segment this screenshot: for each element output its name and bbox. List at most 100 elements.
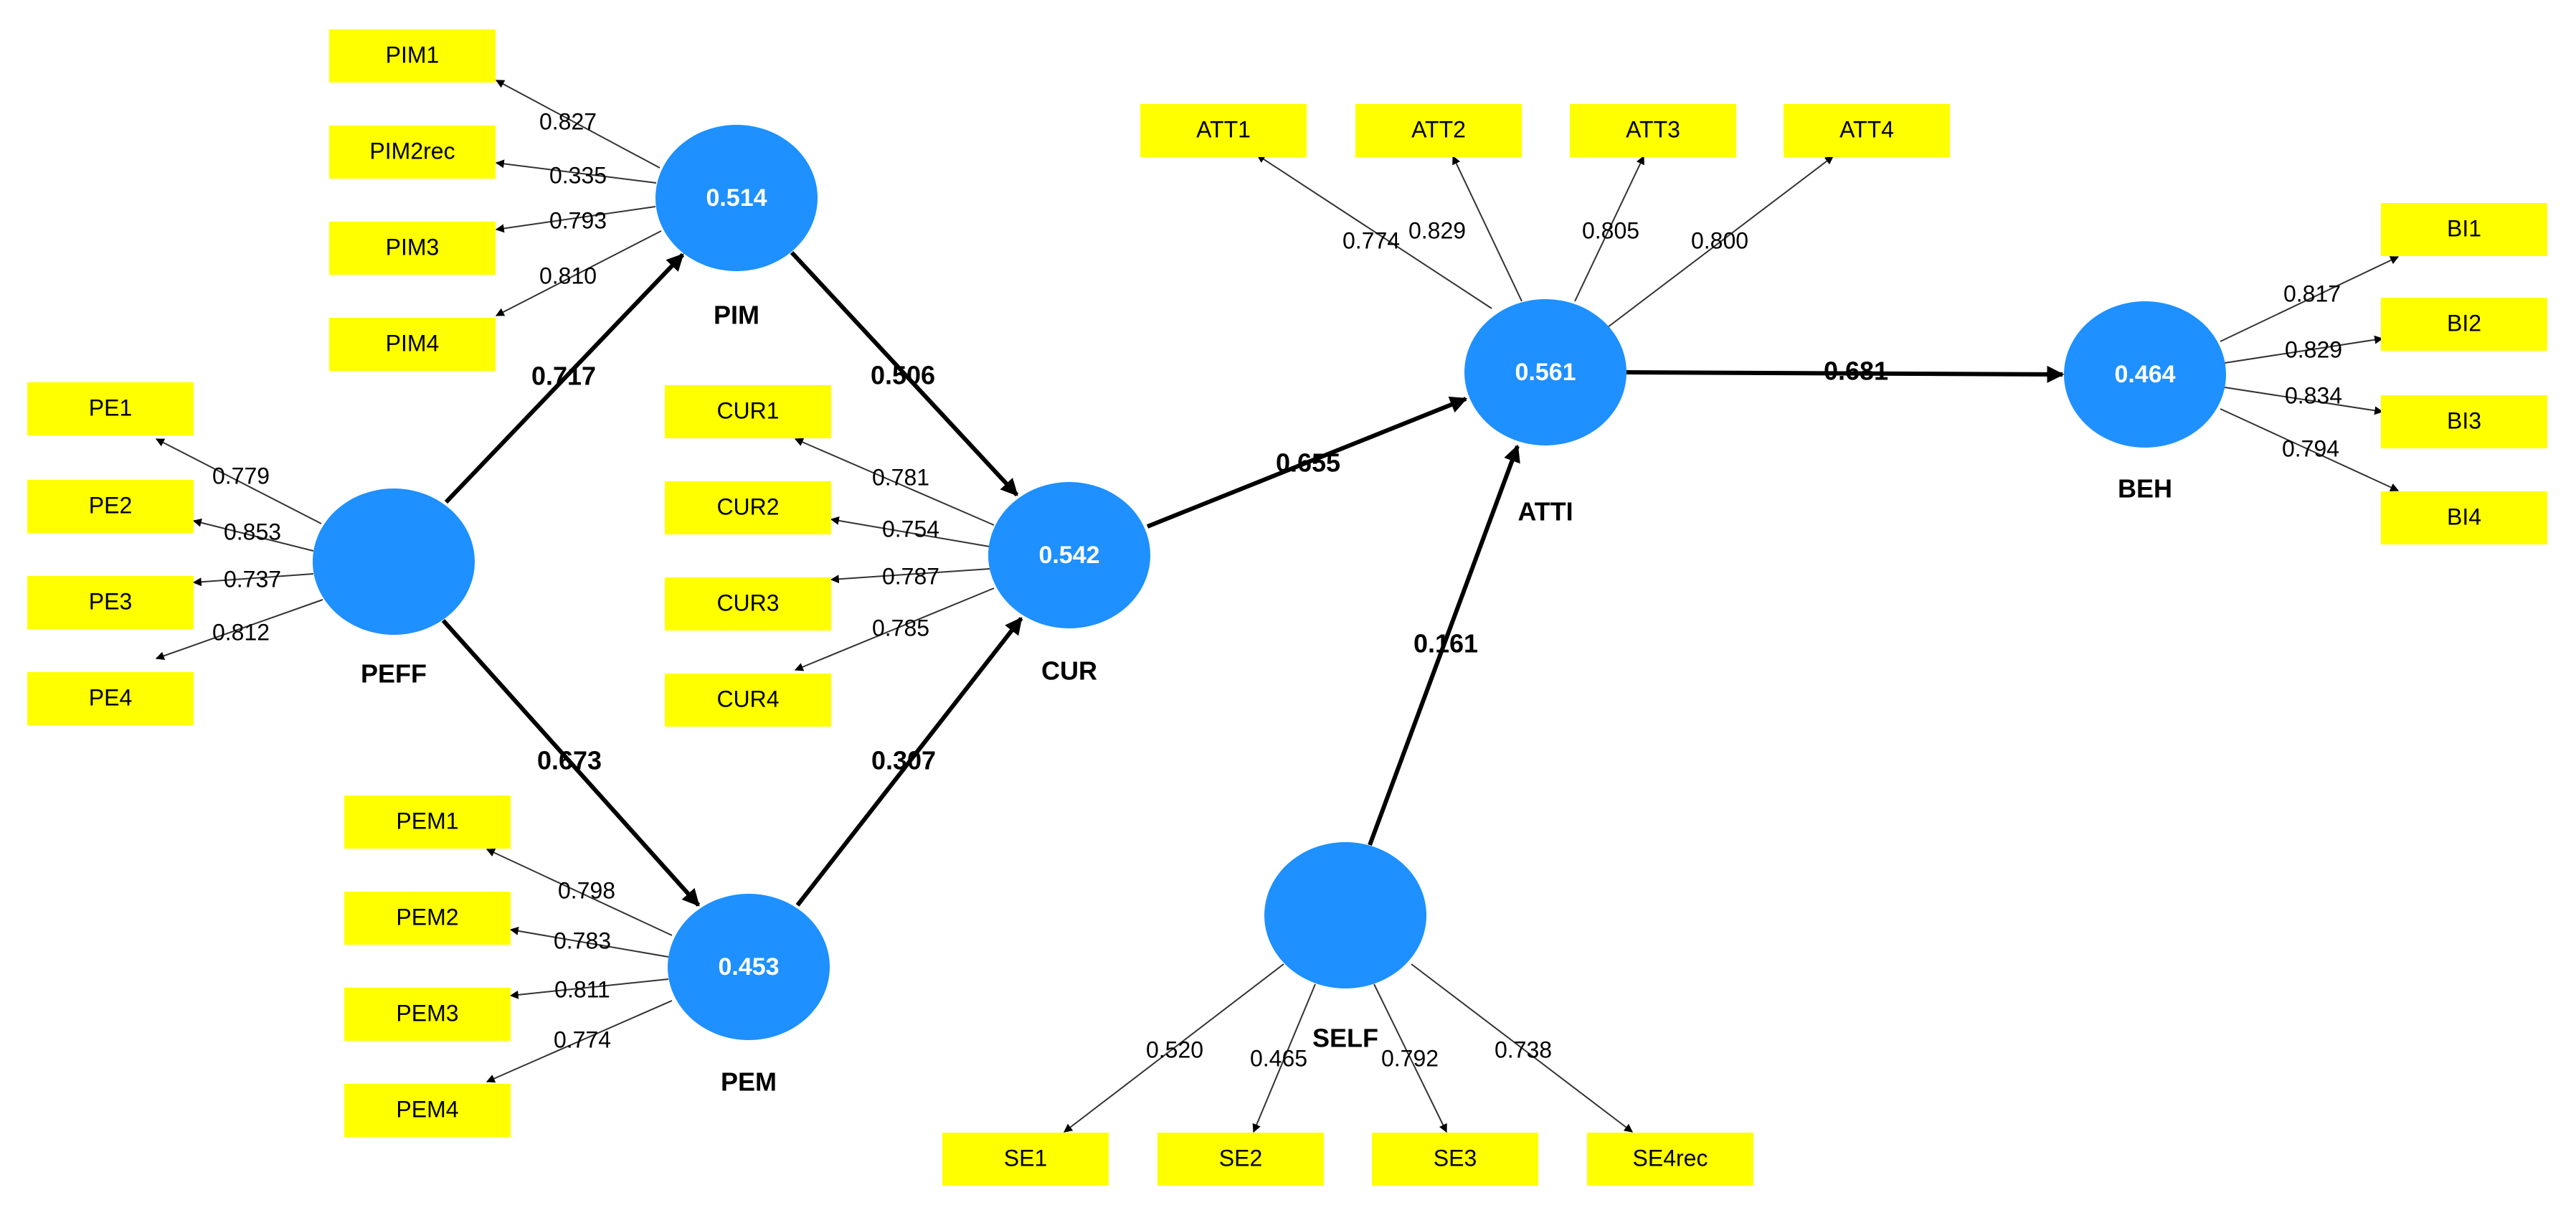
loading-value-att3: 0.805 <box>1582 217 1639 243</box>
loading-value-cur4: 0.785 <box>872 615 929 641</box>
indicator-label: ATT2 <box>1411 116 1466 142</box>
loading-value-pem4: 0.774 <box>554 1026 611 1052</box>
indicator-box <box>665 577 831 631</box>
loading-arrow-pe1 <box>155 438 322 524</box>
construct-self[interactable]: SELF <box>1264 842 1426 1053</box>
indicator-pim1[interactable]: PIM1 <box>329 29 496 82</box>
indicator-pe1[interactable]: PE1 <box>27 382 194 435</box>
indicator-pem4[interactable]: PEM4 <box>344 1084 511 1137</box>
indicator-att2[interactable]: ATT2 <box>1355 104 1522 157</box>
indicator-att4[interactable]: ATT4 <box>1784 104 1950 157</box>
loading-value-se3: 0.792 <box>1381 1045 1439 1071</box>
loading-arrow-pim4 <box>495 230 662 316</box>
indicator-se1[interactable]: SE1 <box>942 1133 1109 1186</box>
indicator-label: BI4 <box>2447 504 2481 529</box>
loading-arrow-att2 <box>1452 155 1523 302</box>
loading-arrow-pe2 <box>192 518 314 552</box>
loading-value-cur3: 0.787 <box>882 563 939 589</box>
indicator-bi3[interactable]: BI3 <box>2381 395 2547 448</box>
indicator-box <box>27 672 194 725</box>
indicator-cur3[interactable]: CUR3 <box>665 577 831 631</box>
construct-circle <box>1464 299 1626 445</box>
indicator-label: PIM2rec <box>369 138 455 164</box>
path-arrow-cur-atti <box>1146 396 1468 529</box>
indicator-se2[interactable]: SE2 <box>1157 1133 1324 1186</box>
indicator-pe2[interactable]: PE2 <box>27 480 194 533</box>
path-coefficient-peff-pem: 0.673 <box>537 746 602 775</box>
indicator-pem2[interactable]: PEM2 <box>344 892 511 945</box>
indicator-bi2[interactable]: BI2 <box>2381 298 2547 351</box>
loading-arrow-cur1 <box>794 438 995 526</box>
indicator-pim3[interactable]: PIM3 <box>329 222 496 275</box>
indicator-label: SE3 <box>1434 1145 1477 1171</box>
loading-arrow-att4 <box>1607 156 1834 328</box>
indicator-bi1[interactable]: BI1 <box>2381 203 2547 256</box>
path-coefficient-atti-beh: 0.681 <box>1824 357 1888 386</box>
loading-value-pe2: 0.853 <box>224 519 281 544</box>
path-arrow-self-atti <box>1368 444 1520 846</box>
loading-value-se4rec: 0.738 <box>1495 1037 1552 1062</box>
loading-arrow-bi3 <box>2224 387 2384 415</box>
loading-arrow-cur2 <box>830 516 990 547</box>
loading-value-att4: 0.800 <box>1691 227 1748 253</box>
loading-value-bi3: 0.834 <box>2285 382 2342 408</box>
indicator-pe4[interactable]: PE4 <box>27 672 194 725</box>
indicator-box <box>1372 1133 1538 1186</box>
path-arrow-peff-pim <box>444 252 685 504</box>
r-squared-value: 0.561 <box>1515 359 1576 386</box>
indicator-bi4[interactable]: BI4 <box>2381 491 2547 544</box>
indicator-label: CUR3 <box>716 590 779 615</box>
indicator-cur2[interactable]: CUR2 <box>665 481 831 534</box>
indicator-label: PE4 <box>89 684 132 710</box>
loading-value-pe4: 0.812 <box>212 619 270 645</box>
indicator-box <box>344 1084 511 1137</box>
indicator-label: SE2 <box>1219 1145 1262 1171</box>
indicator-label: PE1 <box>89 395 132 420</box>
indicator-box <box>665 674 831 727</box>
construct-peff[interactable]: PEFF <box>313 488 475 689</box>
indicator-se4rec[interactable]: SE4rec <box>1587 1133 1753 1186</box>
construct-name: ATTI <box>1517 497 1573 527</box>
loading-value-pim3: 0.793 <box>549 207 607 233</box>
indicator-label: PEM1 <box>396 808 458 834</box>
loading-value-cur1: 0.781 <box>872 464 929 490</box>
indicator-cur4[interactable]: CUR4 <box>665 674 831 727</box>
indicator-label: CUR1 <box>716 397 779 423</box>
indicator-box <box>344 796 511 849</box>
path-arrow-pim-cur <box>790 250 1019 497</box>
loading-value-cur2: 0.754 <box>882 516 939 542</box>
indicator-box <box>2381 203 2547 256</box>
indicator-cur1[interactable]: CUR1 <box>665 385 831 438</box>
loading-value-pim1: 0.827 <box>539 108 597 134</box>
indicator-se3[interactable]: SE3 <box>1372 1133 1538 1186</box>
loading-arrow-pem2 <box>509 926 669 958</box>
indicator-pe3[interactable]: PE3 <box>27 576 194 629</box>
indicator-box <box>27 576 194 629</box>
indicator-label: PIM1 <box>386 42 440 67</box>
construct-circle <box>1264 842 1426 988</box>
indicator-box <box>1587 1133 1753 1186</box>
loading-arrow-att3 <box>1574 155 1644 302</box>
indicator-att3[interactable]: ATT3 <box>1570 104 1736 157</box>
r-squared-value: 0.542 <box>1038 542 1099 569</box>
indicator-pem3[interactable]: PEM3 <box>344 988 511 1041</box>
loading-value-bi4: 0.794 <box>2282 435 2339 461</box>
structural-paths-layer <box>441 250 2065 907</box>
indicator-box <box>1355 104 1522 157</box>
loading-arrow-pim3 <box>495 206 656 233</box>
r-squared-value: 0.453 <box>718 953 779 981</box>
indicator-pim2rec[interactable]: PIM2rec <box>329 126 496 179</box>
loading-arrow-se1 <box>1064 963 1284 1133</box>
indicator-pem1[interactable]: PEM1 <box>344 796 511 849</box>
indicator-pim4[interactable]: PIM4 <box>329 318 496 371</box>
construct-name: BEH <box>2118 474 2172 504</box>
indicator-att1[interactable]: ATT1 <box>1140 104 1307 157</box>
indicator-label: SE1 <box>1004 1145 1047 1171</box>
path-coefficient-self-atti: 0.161 <box>1414 629 1478 658</box>
